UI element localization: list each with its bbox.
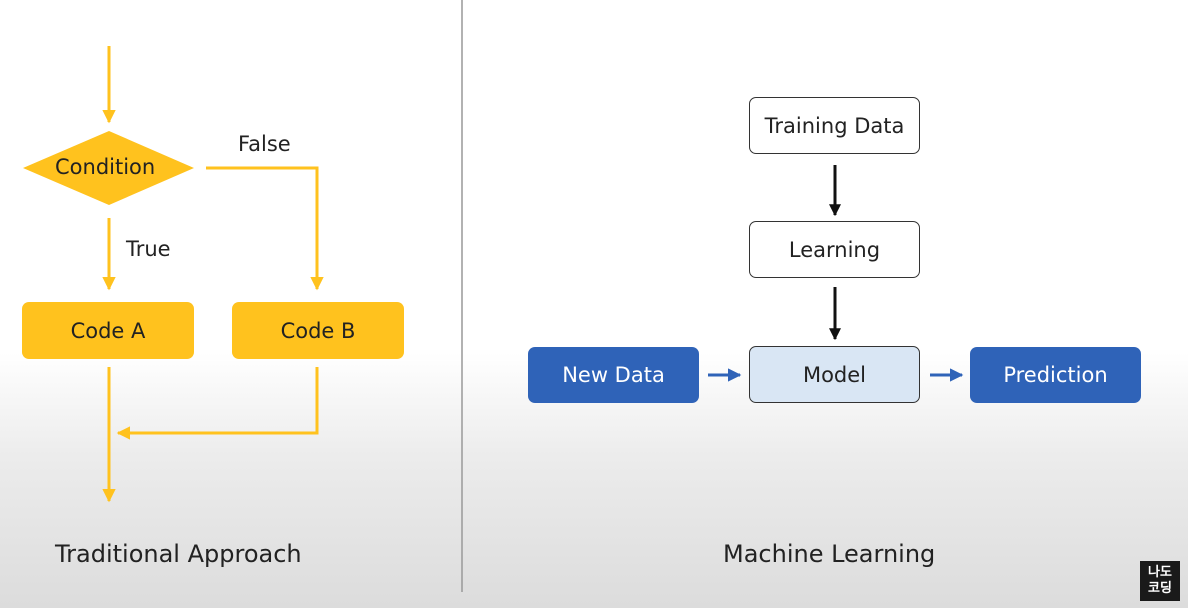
condition-diamond (23, 131, 194, 205)
channel-logo: 나도 코딩 (1140, 561, 1180, 601)
code-b-box: Code B (232, 302, 404, 359)
condition-label: Condition (55, 155, 156, 179)
code-b-merge-arrow (116, 367, 319, 440)
false-label: False (238, 132, 291, 156)
logo-line-1: 나도 (1148, 565, 1172, 580)
model-box: Model (749, 346, 920, 403)
false-arrow (206, 166, 324, 291)
logo-line-2: 코딩 (1148, 581, 1172, 596)
new-data-box: New Data (528, 347, 699, 403)
learning-box: Learning (749, 221, 920, 278)
machine-learning-caption: Machine Learning (723, 540, 936, 568)
code-a-box: Code A (22, 302, 194, 359)
true-label: True (126, 237, 171, 261)
prediction-box: Prediction (970, 347, 1141, 403)
training-data-box: Training Data (749, 97, 920, 154)
traditional-approach-caption: Traditional Approach (55, 540, 302, 568)
